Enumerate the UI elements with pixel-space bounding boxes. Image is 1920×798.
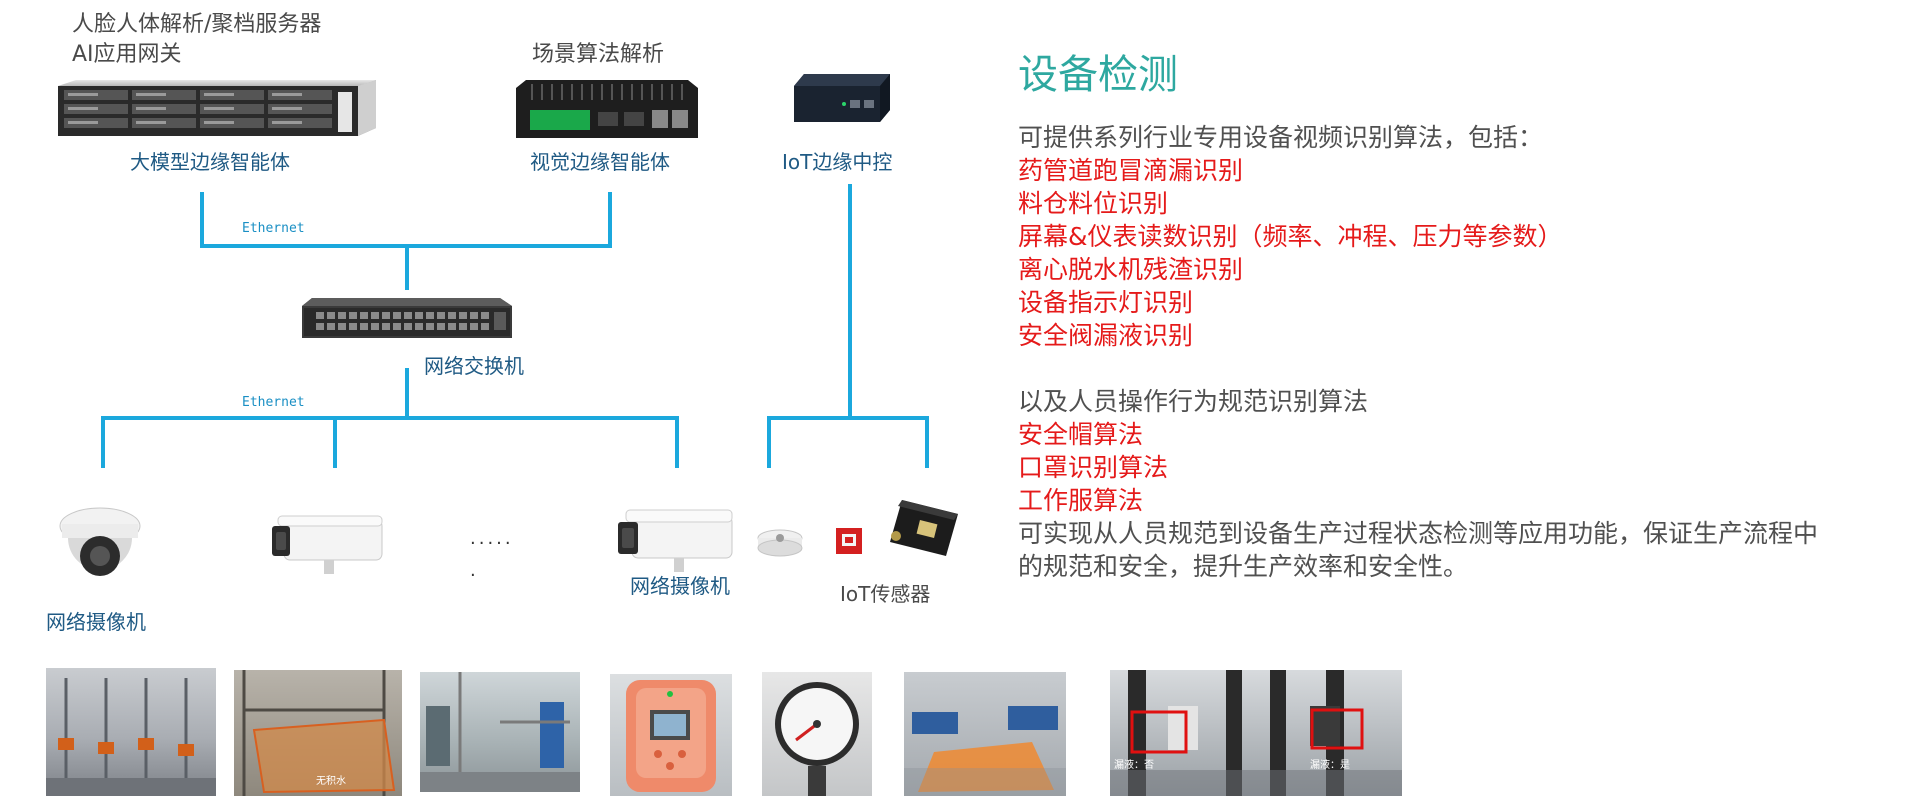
switch-label: 网络交换机 — [424, 354, 524, 378]
device-item: 料仓料位识别 — [1018, 189, 1169, 218]
line-camera1-drop — [101, 416, 105, 468]
device-item: 设备指示灯识别 — [1018, 288, 1194, 317]
conclusion-text-line2: 的规范和安全，提升生产效率和安全性。 — [1018, 552, 1469, 581]
server-role-label: 人脸人体解析/聚档服务器 — [72, 12, 322, 37]
vision-box-label: 视觉边缘智能体 — [530, 150, 670, 174]
alarm-button-image — [836, 528, 862, 554]
ethernet-label-top: Ethernet — [242, 221, 305, 236]
line-camera2-drop — [333, 416, 337, 468]
photo-pressure-gauge — [762, 672, 872, 796]
iot-controller-label: IoT边缘中控 — [782, 150, 893, 174]
line-server-down — [200, 192, 204, 246]
photo-floor-check: 无积水 — [234, 670, 402, 796]
iot-sensor-label: IoT传感器 — [840, 582, 931, 606]
algorithm-description: 可提供系列行业专用设备视频识别算法，包括： 药管道跑冒滴漏识别 料仓料位识别 屏… — [1018, 121, 1898, 583]
line-iot-left-drop — [767, 416, 771, 468]
iot-sensor-device-image — [890, 500, 958, 556]
behavior-intro-text: 以及人员操作行为规范识别算法 — [1018, 387, 1369, 416]
device-item: 安全阀漏液识别 — [1018, 321, 1194, 350]
bullet-camera-image-2 — [618, 509, 733, 572]
panel-title: 设备检测 — [1018, 52, 1178, 98]
ethernet-label-bottom: Ethernet — [242, 395, 305, 410]
floor-check-overlay-text: 无积水 — [316, 776, 346, 787]
photo-centrifuge-area — [904, 672, 1066, 796]
vision-edge-box-image — [516, 80, 698, 138]
behavior-item: 工作服算法 — [1018, 486, 1144, 515]
dome-camera-image — [59, 507, 141, 576]
leak-status-left: 漏液：否 — [1114, 760, 1154, 771]
gateway-role-label: AI应用网关 — [72, 42, 182, 67]
network-switch-image — [302, 298, 512, 338]
photo-pipeline-room — [46, 668, 216, 796]
behavior-item: 安全帽算法 — [1018, 420, 1144, 449]
line-camera-horizontal — [101, 416, 679, 420]
more-cameras-dots-2: . — [470, 560, 479, 581]
device-item: 离心脱水机残渣识别 — [1018, 255, 1244, 284]
line-camera3-drop — [675, 416, 679, 468]
photo-dosing-pump-screen — [610, 674, 732, 796]
server-label: 大模型边缘智能体 — [130, 150, 290, 174]
line-switch-down — [405, 368, 409, 418]
bullet-camera-image-1 — [272, 515, 383, 574]
device-item: 屏幕&仪表读数识别（频率、冲程、压力等参数） — [1018, 222, 1563, 251]
line-vision-down — [608, 192, 612, 246]
conclusion-text-line1: 可实现从人员规范到设备生产过程状态检测等应用功能，保证生产流程中 — [1018, 519, 1819, 548]
more-cameras-dots: ..... — [470, 528, 514, 549]
iot-controller-image — [794, 74, 890, 122]
line-iot-right-drop — [925, 416, 929, 468]
line-iot-horizontal — [767, 416, 929, 420]
rack-server-image — [58, 80, 376, 136]
photo-leak-detection: 漏液：否 漏液：是 — [1110, 670, 1402, 796]
device-intro-text: 可提供系列行业专用设备视频识别算法，包括： — [1018, 123, 1544, 152]
device-item: 药管道跑冒滴漏识别 — [1018, 156, 1244, 185]
behavior-item: 口罩识别算法 — [1018, 453, 1169, 482]
scene-algorithm-label: 场景算法解析 — [532, 42, 665, 67]
line-top-to-switch — [405, 244, 409, 290]
photo-tank-room — [420, 672, 580, 792]
leak-status-right: 漏液：是 — [1310, 760, 1350, 771]
line-iot-down — [848, 184, 852, 418]
camera-label-right: 网络摄像机 — [630, 574, 730, 598]
camera-label-left: 网络摄像机 — [46, 610, 146, 634]
smoke-sensor-image — [757, 529, 803, 557]
